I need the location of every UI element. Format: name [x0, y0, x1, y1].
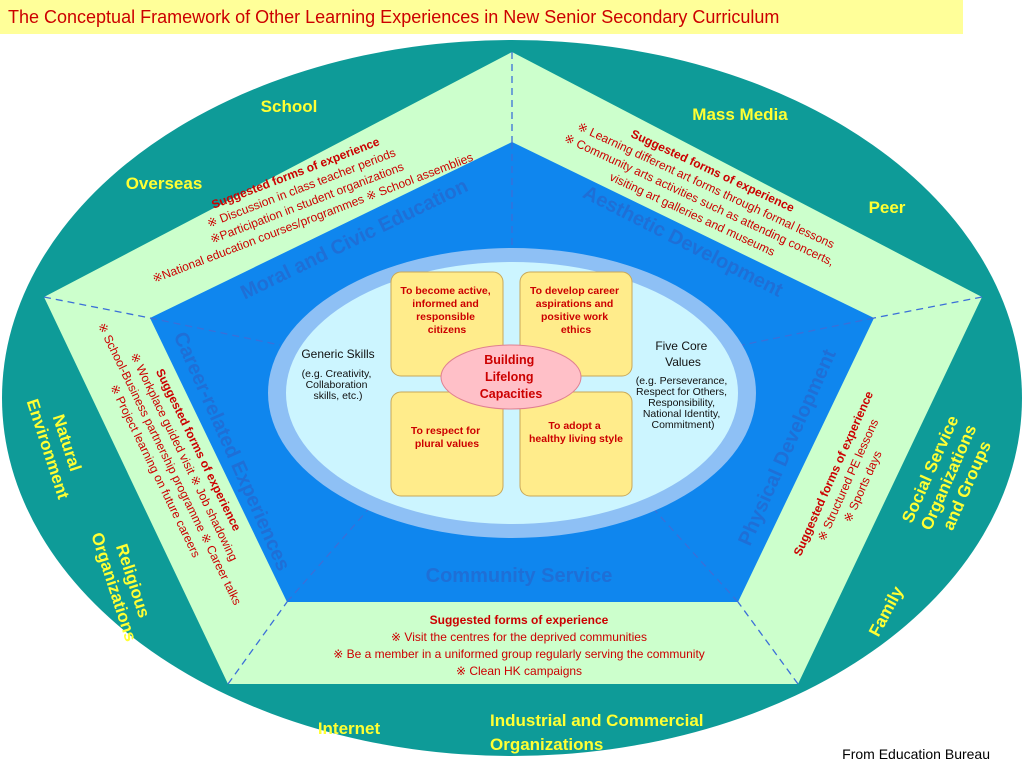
source-credit: From Education Bureau [842, 746, 990, 762]
generic-skills-title: Generic Skills [301, 347, 374, 361]
box-plural-line: To respect for [411, 425, 480, 437]
center-ellipse [440, 344, 582, 410]
five-core-values-title: Five Core [655, 339, 707, 353]
five-core-values-title: Values [665, 355, 701, 369]
external-mass-media: Mass Media [692, 105, 788, 124]
five-core-values-detail: Respect for Others, [636, 386, 727, 398]
svg-text:(e.g. Creativity, Collabor: (e.g. Creativity, Collaboration skills, … [302, 368, 375, 402]
box-plural-line: plural values [415, 438, 479, 450]
svg-text:To adopt a healthy living: To adopt a healthy living style [529, 420, 623, 445]
box-healthy-line: To adopt a [548, 420, 600, 432]
five-core-values-detail: (e.g. Perseverance, [636, 375, 728, 387]
box-healthy-line: healthy living style [529, 433, 623, 445]
box-citizens-line: informed and [412, 298, 479, 310]
external-industrial-line: Industrial and Commercial [490, 711, 704, 730]
external-overseas: Overseas [126, 174, 203, 193]
five-core-values-detail: National Identity, [643, 408, 720, 420]
box-career-line: ethics [561, 324, 592, 336]
box-career-line: To develop career [530, 285, 619, 297]
external-industrial-line: Organizations [490, 735, 603, 754]
section-dividers [43, 52, 983, 685]
generic-skills-detail: skills, etc.) [313, 390, 362, 402]
box-career-line: aspirations and [536, 298, 614, 310]
external-peer: Peer [869, 198, 906, 217]
generic-skills-detail: (e.g. Creativity, [302, 368, 372, 380]
generic-skills-detail: Collaboration [306, 379, 368, 391]
suggested-community-item: ※ Visit the centres for the deprived com… [391, 630, 647, 644]
box-citizens-line: To become active, [400, 285, 490, 297]
external-internet: Internet [318, 719, 381, 738]
suggested-heading: Suggested forms of experience [430, 613, 609, 627]
suggested-community-item: ※ Clean HK campaigns [456, 664, 582, 678]
page-title: The Conceptual Framework of Other Learni… [0, 0, 963, 34]
suggested-community-item: ※ Be a member in a uniformed group regul… [333, 647, 705, 661]
core-box-healthy [519, 391, 633, 497]
center-line: Lifelong [485, 370, 534, 384]
external-school: School [261, 97, 318, 116]
dimension-community: Community Service [426, 565, 613, 587]
svg-text:To develop career aspirati: To develop career aspirations and positi… [530, 285, 622, 336]
svg-text:Building Lifelong Capa: Building Lifelong Capacities [480, 353, 543, 401]
center-line: Capacities [480, 387, 543, 401]
core-box-plural-values [390, 391, 504, 497]
svg-text:Five Core Values: Five Core Values [655, 339, 710, 369]
svg-text:To respect for plural valu: To respect for plural values [411, 425, 483, 450]
svg-text:To become active, informed: To become active, informed and responsib… [400, 285, 493, 336]
five-core-values-detail: Responsibility, [648, 397, 715, 409]
box-career-line: positive work [541, 311, 608, 323]
svg-text:(e.g. Perseverance, Respec: (e.g. Perseverance, Respect for Others, … [636, 375, 731, 431]
five-core-values-detail: Commitment) [651, 419, 714, 431]
center-line: Building [484, 353, 534, 367]
box-citizens-line: citizens [428, 324, 467, 336]
box-citizens-line: responsible [416, 311, 475, 323]
